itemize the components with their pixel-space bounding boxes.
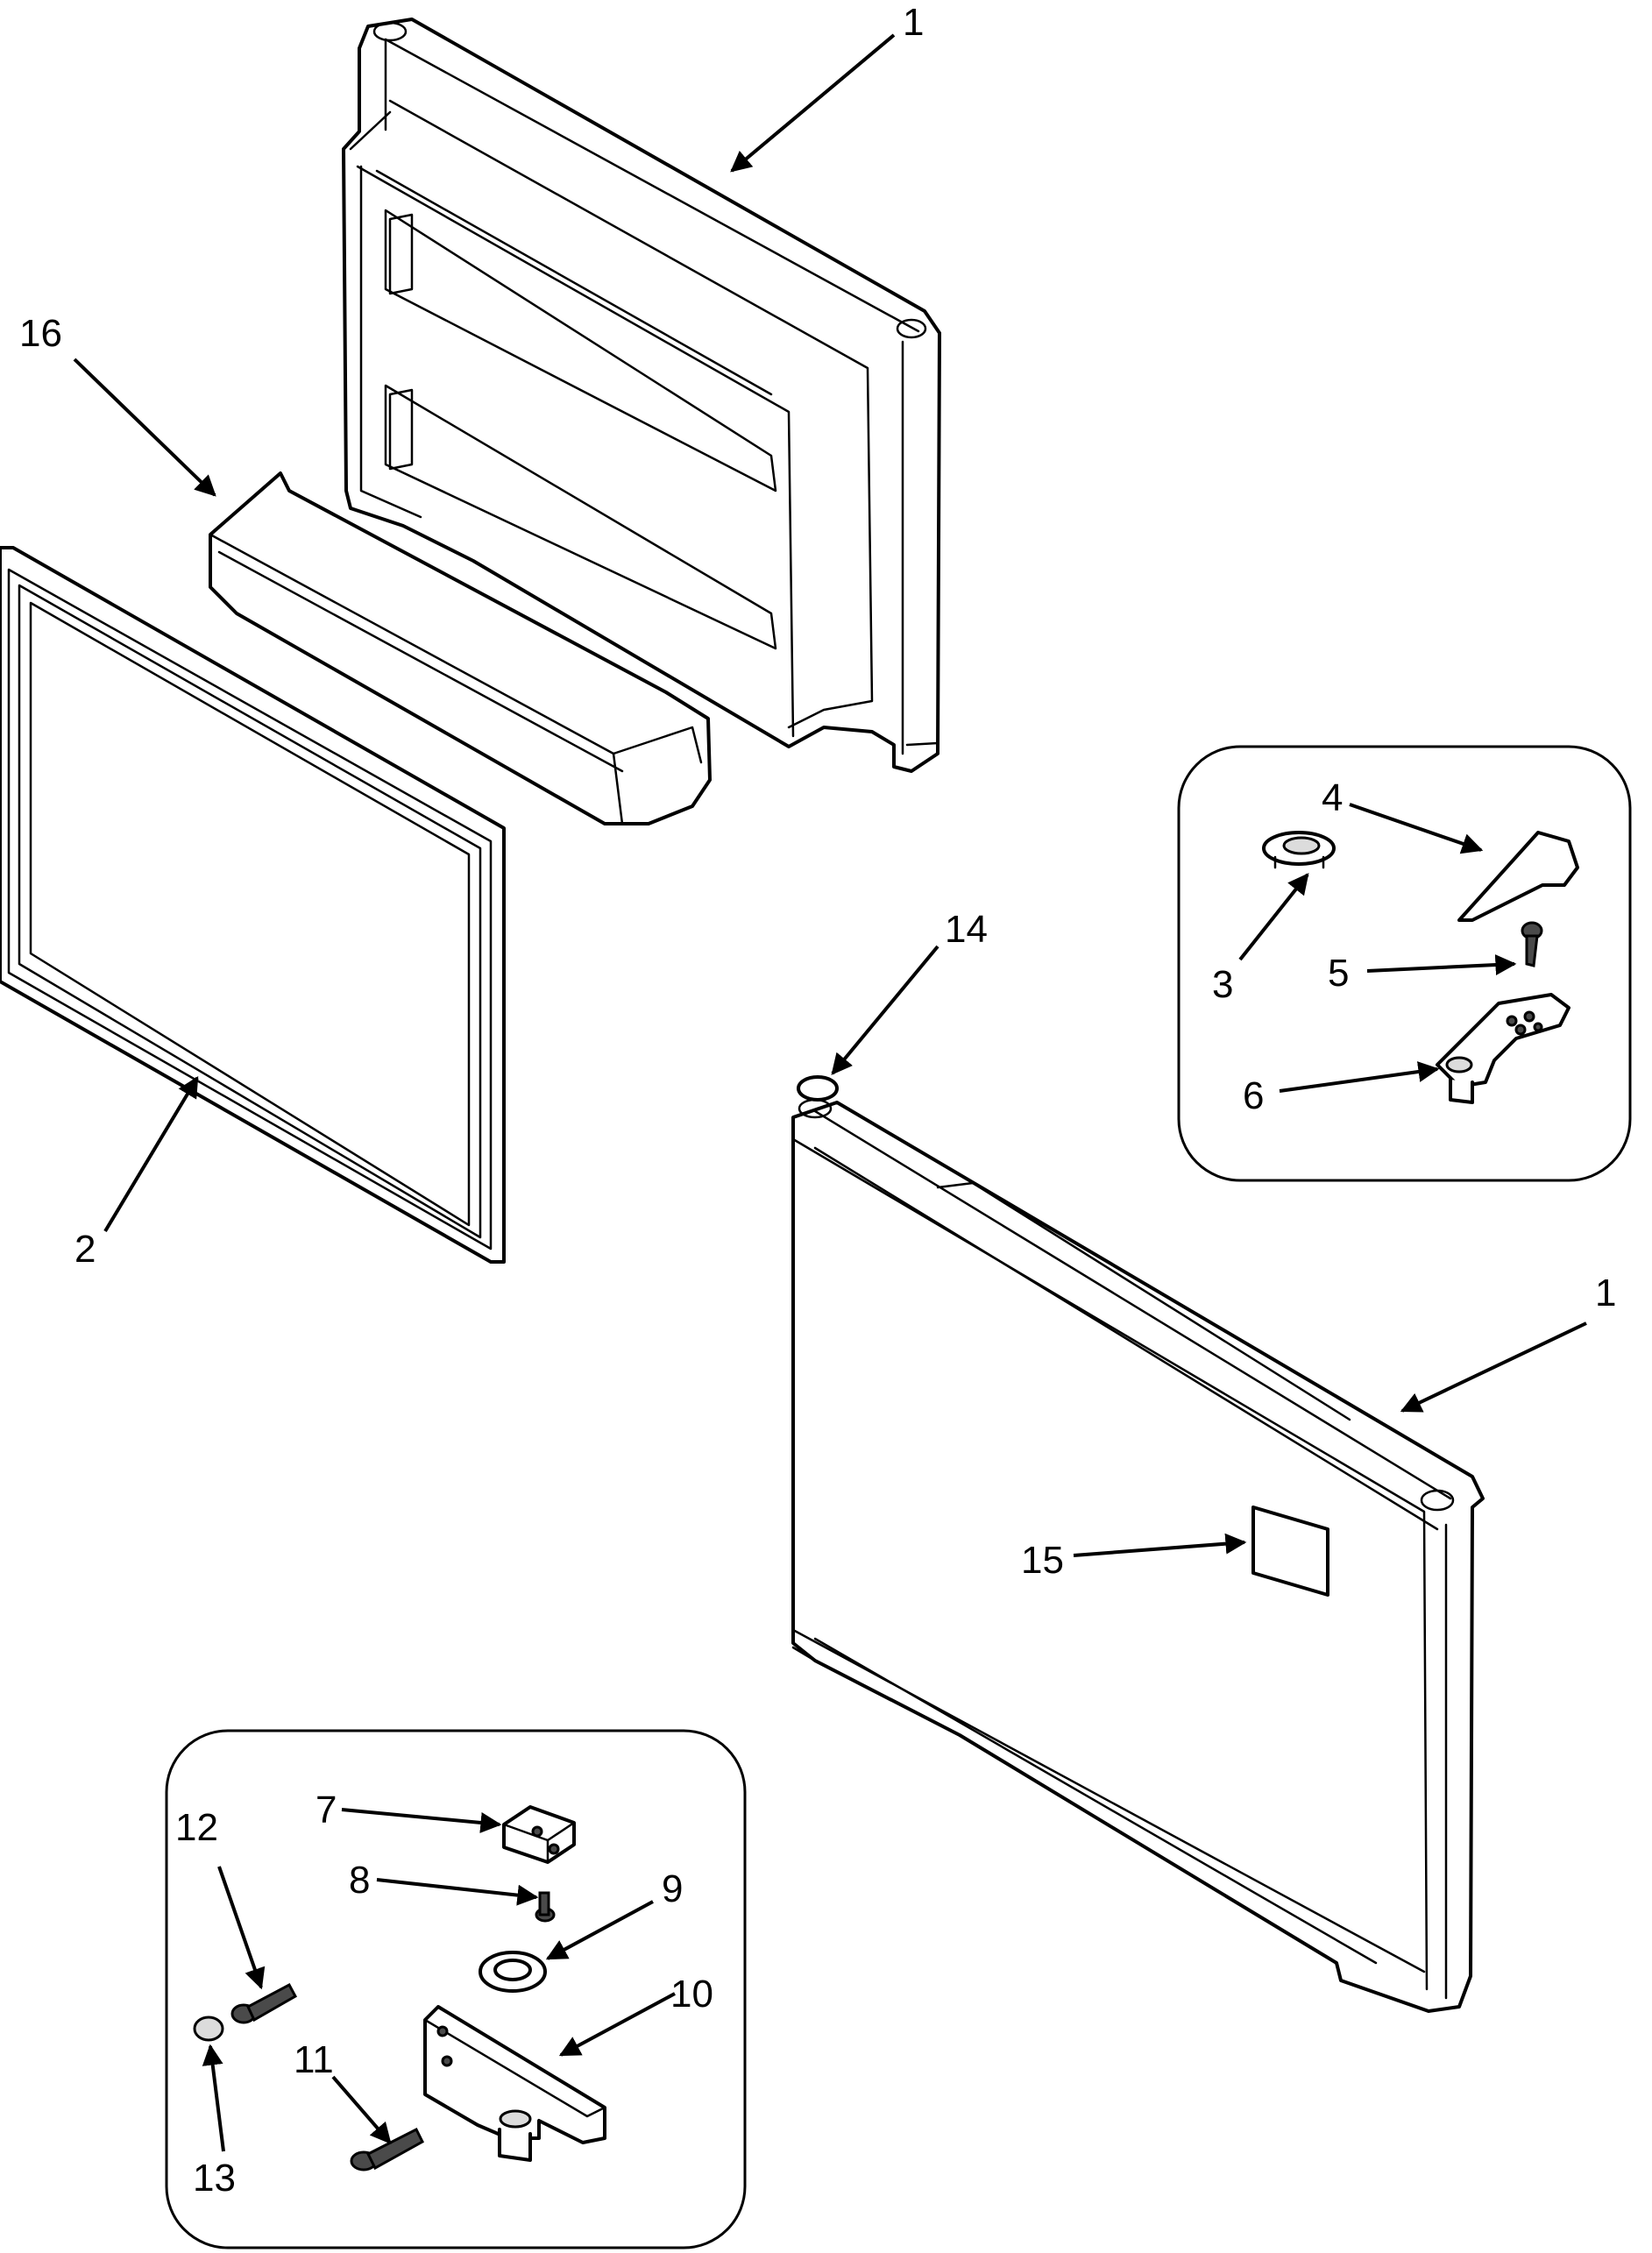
door-gasket	[0, 546, 506, 1264]
door-bin	[209, 471, 712, 825]
bolt-12-part	[230, 1982, 298, 2024]
hinge-hole-plug	[797, 1075, 839, 1102]
callout-14: 14	[945, 908, 988, 951]
bottom-hinge-inset	[165, 1729, 747, 2249]
callout-12: 12	[175, 1806, 218, 1849]
hinge-screw-part	[1521, 921, 1543, 967]
callout-13: 13	[193, 2157, 236, 2200]
top-hinge-inset	[1177, 745, 1632, 1182]
callout-labels: 1 16 2 4 3 5 6 14 1 15 7 12 8 9 10 11 13	[19, 1, 1616, 2200]
callout-5: 5	[1328, 952, 1349, 995]
bolt-11-part	[350, 2127, 424, 2172]
washer-part	[479, 1951, 547, 1993]
callout-4: 4	[1322, 776, 1343, 819]
small-screw-part	[535, 1891, 556, 1923]
bottom-hinge-bracket-part	[423, 2005, 606, 2162]
callout-10: 10	[670, 1973, 713, 2016]
door-label	[1251, 1506, 1329, 1597]
leader-lines	[73, 33, 1587, 2152]
callout-7: 7	[316, 1789, 337, 1831]
callout-3: 3	[1212, 963, 1233, 1006]
callout-8: 8	[349, 1859, 370, 1902]
callout-6: 6	[1243, 1074, 1264, 1117]
callout-11: 11	[294, 2038, 334, 2081]
upper-door-assembly	[342, 18, 941, 773]
hinge-cap-part	[1262, 831, 1336, 869]
callout-9: 9	[662, 1867, 683, 1910]
callout-1-top: 1	[903, 1, 924, 44]
top-hinge-plate-part	[1436, 993, 1570, 1104]
hinge-block-part	[502, 1805, 576, 1864]
callout-16: 16	[19, 312, 62, 355]
cap-13-part	[193, 2016, 224, 2042]
lower-door-assembly	[791, 1098, 1485, 2013]
hinge-cover-part	[1457, 831, 1579, 922]
callout-2: 2	[74, 1228, 96, 1271]
callout-1-bottom: 1	[1595, 1272, 1616, 1314]
callout-15: 15	[1021, 1539, 1064, 1582]
